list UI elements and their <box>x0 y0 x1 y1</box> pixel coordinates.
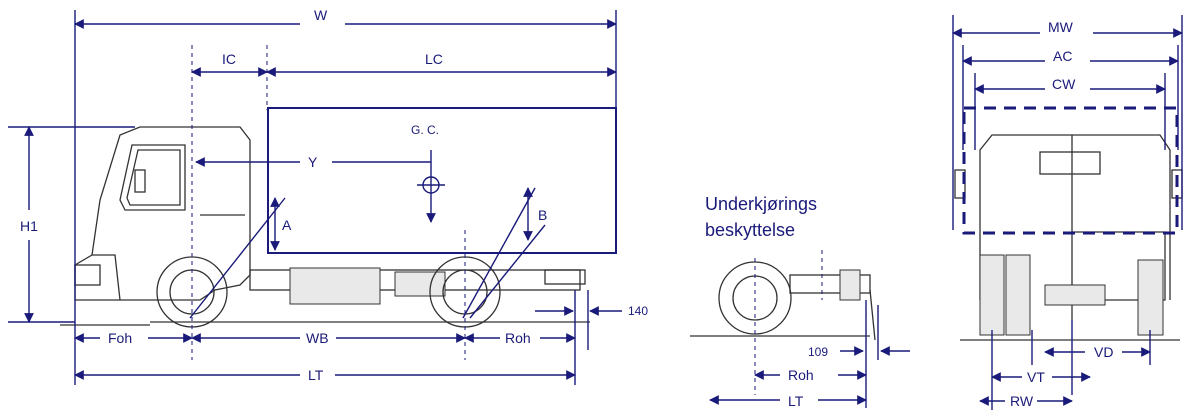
dim-140: 140 <box>535 304 648 318</box>
vt-label: VT <box>1027 369 1045 385</box>
v109-label: 109 <box>808 345 828 359</box>
y-label: Y <box>308 154 318 170</box>
wb-label: WB <box>306 330 329 346</box>
foh-label: Foh <box>108 330 132 346</box>
cw-label: CW <box>1052 76 1076 92</box>
dim-roh: Roh <box>464 330 576 346</box>
dim-h1: H1 <box>8 126 135 323</box>
dim-vd: VD <box>1044 344 1151 360</box>
rw-label: RW <box>1010 393 1034 409</box>
underrun-detail: Underkjørings beskyttelse 109 Roh LT <box>690 194 910 409</box>
underrun-title-line2: beskyttelse <box>705 220 795 240</box>
rear-view-truck <box>954 106 1183 341</box>
dim-lt: LT <box>74 367 576 383</box>
underrun-title-line1: Underkjørings <box>705 194 817 214</box>
lt-label: LT <box>308 367 324 383</box>
dim-w: W <box>74 7 617 34</box>
lt2-label: LT <box>788 393 804 409</box>
w-label: W <box>314 7 328 23</box>
a-label: A <box>282 217 292 233</box>
dim-rw: RW <box>979 393 1073 409</box>
lc-label: LC <box>425 51 443 67</box>
cargo-body-outline <box>962 106 1179 235</box>
v140-label: 140 <box>628 304 648 318</box>
gc-label: G. C. <box>411 123 439 137</box>
mw-label: MW <box>1048 19 1074 35</box>
dim-y: Y <box>195 154 431 170</box>
roh2-label: Roh <box>788 367 814 383</box>
dim-foh: Foh <box>74 330 193 346</box>
vd-label: VD <box>1094 344 1113 360</box>
side-view-truck <box>60 126 590 328</box>
ic-label: IC <box>222 51 236 67</box>
dim-ac: AC <box>962 48 1179 66</box>
dim-cw: CW <box>974 76 1166 94</box>
cargo-body <box>267 107 617 254</box>
dim-ic: IC <box>191 50 268 77</box>
b-label: B <box>538 207 547 223</box>
dim-b: B <box>462 187 547 319</box>
dim-lc: LC <box>266 51 617 77</box>
ac-label: AC <box>1053 48 1072 64</box>
roh-label: Roh <box>505 330 531 346</box>
center-of-gravity: G. C. <box>411 123 445 223</box>
dim-wb: WB <box>191 330 466 346</box>
dim-mw: MW <box>952 19 1183 38</box>
h1-label: H1 <box>20 218 38 234</box>
dim-vt: VT <box>991 369 1091 385</box>
dim-a: A <box>189 197 292 319</box>
